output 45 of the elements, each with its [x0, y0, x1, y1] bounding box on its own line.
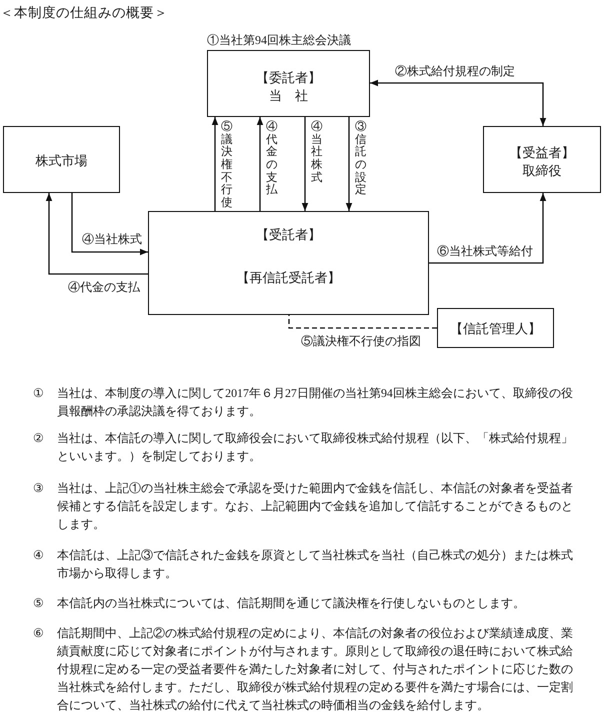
entity-box — [437, 308, 554, 348]
node-text: 【信託管理人】 — [450, 321, 541, 337]
list-number: ③ — [33, 480, 44, 497]
list-number: ① — [33, 385, 44, 402]
list-number: ④ — [33, 547, 44, 564]
edge-label: ⑤議決権不行使の指図 — [301, 334, 421, 349]
entity-box — [207, 50, 370, 117]
entity-box — [483, 126, 601, 193]
arrow — [212, 117, 218, 211]
node-caption: ①当社第94回株主総会決議 — [207, 33, 351, 48]
arrow — [346, 117, 352, 211]
dashed-line — [288, 315, 437, 329]
node-text: 【受益者】 — [510, 145, 574, 161]
note-text: 本信託は、上記③で信託された金銭を原資として当社株式を当社（自己株式の処分）または株式市場から取得します。 — [57, 547, 573, 582]
arrow — [302, 117, 308, 211]
node-text: 【委託者】 — [256, 70, 321, 86]
edge-label: ⑥当社株式等給付 — [437, 244, 533, 259]
diagram-title: ＜本制度の仕組みの概要＞ — [0, 4, 168, 21]
list-number: ⑤ — [33, 595, 44, 612]
edge-label: ④当社株式 — [82, 232, 142, 247]
note-text: 信託期間中、上記②の株式給付規程の定めにより、本信託の対象者の役位および業績達成度、業績貢献度に応じて対象者にポイントが付与されます。原則として取締役の退任時において株式給付規程に定める一定の受益者要件を満たした対象者に対して、付与されたポイントに応じた数の当社株式を給付します。ただし、取締役が株式給付規程の定める要件を満たす場合には、一定割合について、当社株式の給付に代えて当社株式の時価相当の金銭を給付します。 — [57, 625, 573, 714]
edge-label: ②株式給付規程の制定 — [395, 64, 515, 79]
arrow — [71, 193, 148, 256]
arrow — [256, 117, 264, 211]
entity-box — [148, 211, 429, 315]
entity-box — [3, 126, 120, 193]
arrow — [370, 80, 546, 126]
node-text: 取締役 — [522, 163, 562, 179]
node-text: 当 社 — [269, 88, 308, 104]
node-text: 【再信託受託者】 — [236, 270, 340, 286]
arrow — [429, 193, 546, 264]
edge-label: ④代金の支払 — [68, 280, 140, 295]
node-text: 【受託者】 — [256, 227, 321, 243]
note-text: 当社は、本制度の導入に関して2017年６月27日開催の当社第94回株主総会において、取締役の役員報酬枠の承認決議を得ております。 — [57, 385, 573, 420]
node-text: 株式市場 — [36, 153, 88, 169]
list-number: ② — [33, 430, 44, 447]
edge-label: ⑤議決権不行使 — [221, 121, 232, 210]
note-text: 本信託内の当社株式については、信託期間を通じて議決権を行使しないものとします。 — [57, 595, 526, 612]
list-number: ⑥ — [33, 625, 44, 642]
edge-label: ④代金の支払 — [266, 121, 278, 197]
note-text: 当社は、上記①の当社株主総会で承認を受けた範囲内で金銭を信託し、本信託の対象者を受益者候補とする信託を設定します。なお、上記範囲内で金銭を追加して信託することができるものとします。 — [57, 480, 573, 533]
note-text: 当社は、本信託の導入に関して取締役会において取締役株式給付規程（以下、「株式給付規程」といいます。）を制定しております。 — [57, 430, 573, 465]
edge-label: ④当社株式 — [311, 121, 322, 184]
edge-label: ③信託の設定 — [355, 121, 366, 197]
arrow — [46, 193, 148, 275]
